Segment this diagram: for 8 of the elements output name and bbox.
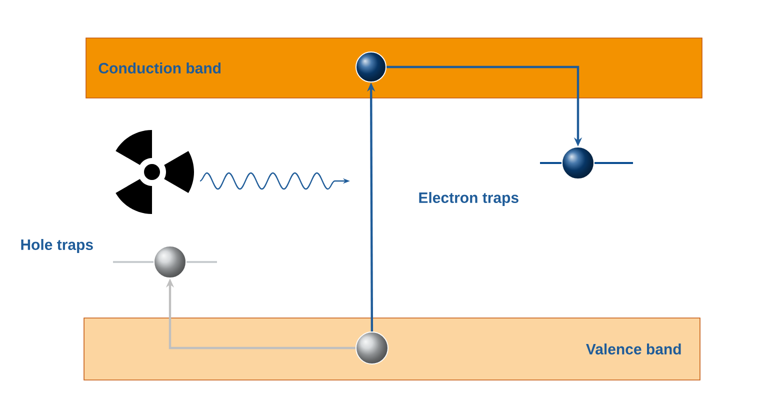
band-box: Conduction band — [86, 38, 702, 98]
band-box: Valence band — [84, 318, 700, 380]
ball — [562, 146, 594, 180]
trap-label: Electron traps — [419, 192, 518, 206]
ball — [154, 246, 186, 278]
ball — [356, 52, 386, 82]
trap-label: Hole traps — [21, 239, 93, 253]
ball — [356, 332, 388, 364]
